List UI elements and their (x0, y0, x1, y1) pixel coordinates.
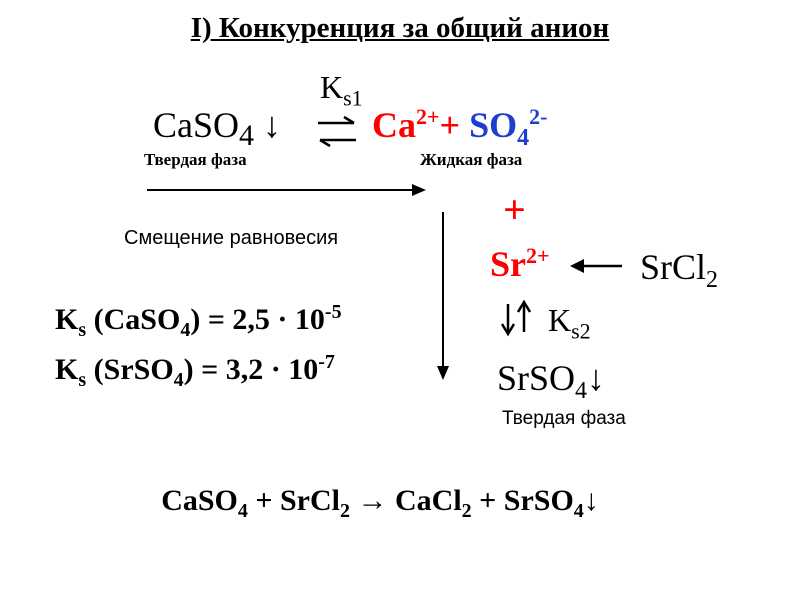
equilibrium-arrows-icon (318, 115, 356, 148)
srcl2-formula: SrCl2 (640, 246, 718, 292)
ks-srso4-k-sub: s (78, 369, 87, 391)
srso4-text: SrSO (497, 358, 576, 398)
ks-caso4-compound-sub: 4 (180, 319, 191, 341)
liquid-phase-label: Жидкая фаза (420, 150, 523, 169)
solid-phase-label-2: Твердая фаза (502, 408, 626, 429)
caso4-formula: CaSO4 ↓ (153, 104, 282, 151)
strontium-ion: Sr2+ (490, 243, 550, 285)
ks-caso4-line: Ks (CaSO4) = 2,5 · 10-5 (55, 301, 342, 340)
ks-caso4-compound: (CaSO (86, 303, 181, 336)
ks1-subscript: s1 (343, 85, 363, 111)
plus-sign: + (503, 187, 526, 232)
reaction-part-4: + SrSO (471, 484, 574, 517)
reaction-sub-2: 2 (340, 500, 350, 522)
srcl2-text: SrCl (640, 247, 707, 287)
sulfate-charge: 2- (529, 104, 548, 129)
srso4-formula: SrSO4↓ (497, 357, 606, 403)
ks1-constant: Ks1 (320, 69, 363, 109)
ks2-constant: Ks2 (548, 302, 591, 342)
slide-title: I) Конкуренция за общий анион (190, 12, 610, 44)
caso4-subscript: 4 (239, 119, 255, 153)
precipitate-arrow: ↓ (254, 105, 282, 145)
plus-between-ions: + (439, 105, 470, 145)
reaction-part-3: → CaCl (350, 484, 462, 517)
reaction-sub-1: 4 (237, 500, 248, 522)
calcium-charge: 2+ (416, 104, 440, 129)
srso4-subscript: 4 (575, 378, 588, 405)
strontium-charge: 2+ (526, 243, 550, 268)
sulfate-ion: SO (469, 105, 518, 145)
ks2-equilibrium-arrows-icon (500, 299, 532, 337)
solid-phase-label: Твердая фаза (144, 150, 247, 169)
ks2-subscript: s2 (571, 318, 591, 344)
ks-srso4-exponent: -7 (318, 351, 335, 373)
ks-srso4-line: Ks (SrSO4) = 3,2 · 10-7 (55, 351, 335, 390)
left-arrow-icon (570, 259, 622, 273)
strontium-symbol: Sr (490, 244, 526, 284)
ks-srso4-value: ) = 3,2 · 10 (183, 353, 319, 386)
reaction-sub-3: 2 (461, 500, 472, 522)
ks-caso4-k-sub: s (78, 319, 87, 341)
srso4-precipitate-arrow: ↓ (587, 358, 606, 398)
reaction-part-2: + SrCl (247, 484, 340, 517)
caso4-text: CaSO (153, 105, 240, 145)
reaction-part-1: CaSO (161, 484, 238, 517)
srcl2-subscript: 2 (706, 267, 719, 294)
reaction-sub-4: 4 (573, 500, 584, 522)
sulfate-subscript: 4 (517, 125, 530, 152)
ks1-k: K (320, 69, 344, 105)
ks-srso4-k: K (55, 353, 79, 386)
dissociation-products: Ca2++ SO42- (372, 104, 548, 150)
ks-caso4-exponent: -5 (324, 301, 342, 323)
ks2-k: K (548, 302, 572, 338)
ks-srso4-compound: (SrSO (86, 353, 174, 386)
overall-reaction: CaSO4 + SrCl2 → CaCl2 + SrSO4↓ (0, 484, 760, 521)
ks-caso4-value: ) = 2,5 · 10 (190, 303, 325, 336)
equilibrium-shift-label: Смещение равновесия (124, 227, 339, 249)
calcium-ion: Ca (372, 105, 416, 145)
vertical-arrow-icon (437, 212, 449, 380)
horizontal-arrow-icon (147, 184, 426, 196)
ks-srso4-compound-sub: 4 (173, 369, 184, 391)
ks-caso4-k: K (55, 303, 79, 336)
reaction-part-5: ↓ (583, 484, 599, 517)
